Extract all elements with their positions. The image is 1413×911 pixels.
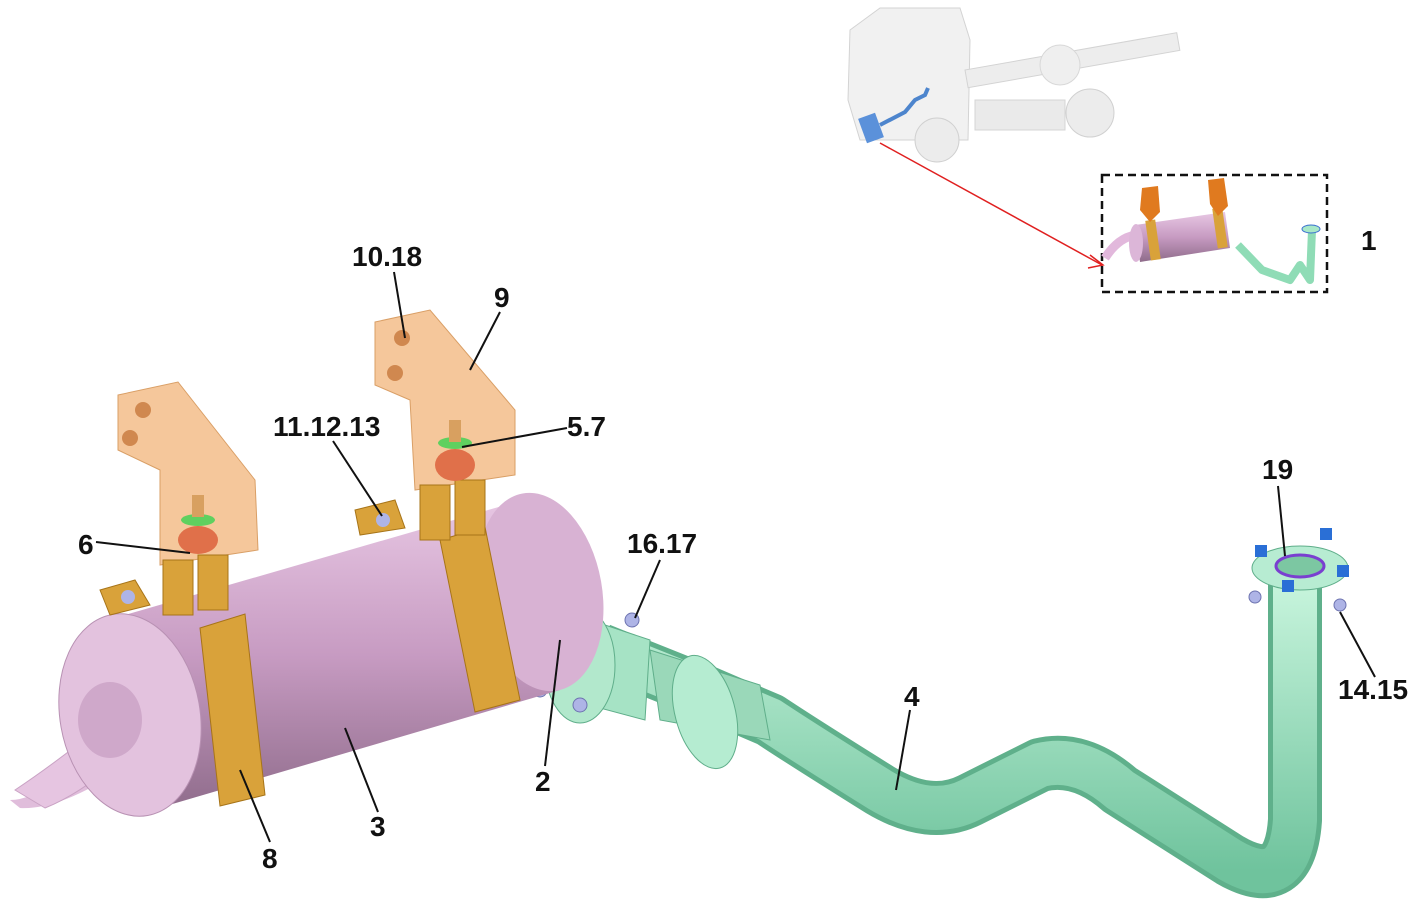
inset-assembly-thumbnail xyxy=(1101,178,1321,284)
flange-bolt-icons xyxy=(1255,528,1349,592)
label-9: 9 xyxy=(494,282,510,313)
bracket-right xyxy=(374,309,516,541)
callout-arrow xyxy=(879,142,1103,266)
muffler xyxy=(10,492,604,817)
truck-thumbnail xyxy=(847,7,1181,163)
inset-dashed-frame xyxy=(1100,173,1329,294)
label-14-15: 14.15 xyxy=(1338,674,1408,705)
label-5-7: 5.7 xyxy=(567,411,606,442)
bracket-left xyxy=(117,381,259,616)
clamp-left xyxy=(199,613,266,807)
highlighted-exhaust-icon xyxy=(879,87,930,127)
label-19: 19 xyxy=(1262,454,1293,485)
label-16-17: 16.17 xyxy=(627,528,697,559)
label-10-18: 10.18 xyxy=(352,241,422,272)
label-11-12-13: 11.12.13 xyxy=(273,411,380,442)
truck-front-wheel xyxy=(914,117,960,163)
label-1: 1 xyxy=(1361,225,1377,256)
label-8: 8 xyxy=(262,843,278,874)
exhaust-pipe xyxy=(532,528,1349,899)
label-3: 3 xyxy=(370,811,386,842)
label-6: 6 xyxy=(78,529,94,560)
leader-lines xyxy=(95,271,1376,843)
label-2: 2 xyxy=(535,766,551,797)
arrowhead-icon xyxy=(1087,254,1105,269)
label-4: 4 xyxy=(904,681,920,712)
truck-rear-wheel xyxy=(1065,88,1115,138)
